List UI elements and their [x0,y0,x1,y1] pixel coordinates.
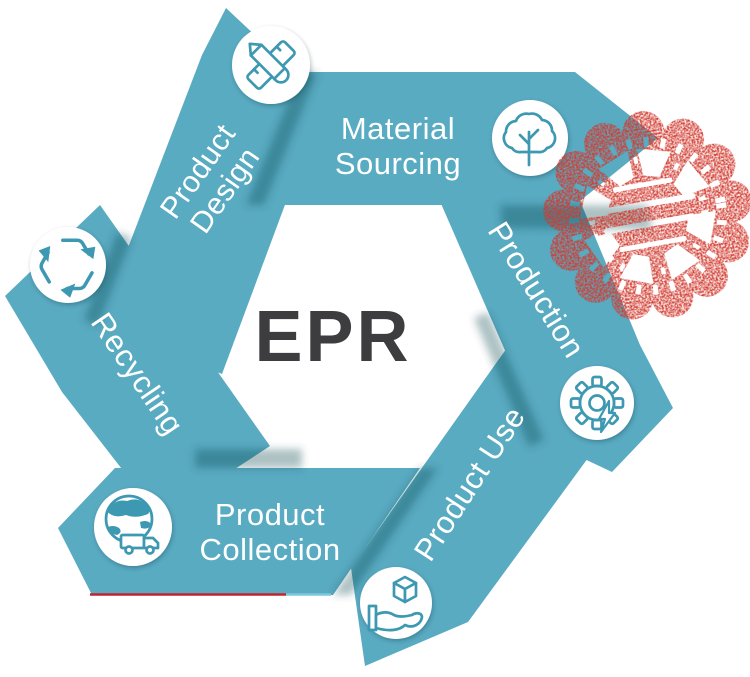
label-line: Product [215,497,325,532]
center-label: EPR [254,297,411,377]
globe-truck-icon [94,488,172,566]
hand-box-icon [360,567,432,639]
recycle-arrows-icon [30,227,106,303]
label-line: Material [341,111,455,146]
distressed-stamp-icon [543,111,750,320]
label-product-collection: Product Collection [199,497,340,567]
gear-lightning-icon [560,366,634,440]
band-material-sourcing [246,72,658,205]
tree-icon [492,100,568,176]
label-line: Sourcing [335,146,461,181]
pencil-ruler-icon [232,26,310,104]
label-material-sourcing: Material Sourcing [335,111,461,181]
label-line: Collection [199,532,340,567]
